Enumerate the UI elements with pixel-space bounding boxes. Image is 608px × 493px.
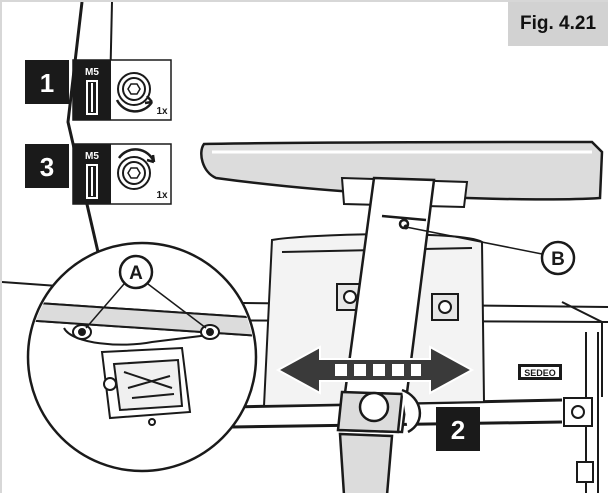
loosen-hex-bolt-icon: [115, 72, 154, 113]
callout-b-label: B: [551, 249, 565, 270]
step-2-number: 2: [451, 415, 465, 445]
step-3-bolt-size: M5: [85, 151, 99, 162]
step-3-number: 3: [40, 152, 54, 182]
step-1-number: 1: [40, 68, 54, 98]
step-1-count: 1x: [156, 106, 168, 117]
brand-plate: [518, 364, 562, 380]
callout-a-label: A: [129, 263, 143, 284]
armrest-pad: [200, 140, 604, 201]
brand-plate-text: SEDEO: [524, 368, 556, 378]
callout-b: [403, 224, 576, 276]
step-2-group: [436, 407, 480, 451]
tighten-hex-bolt-icon: [117, 148, 156, 190]
slide-direction-dashes: [335, 364, 421, 376]
allen-key-icon: [86, 164, 98, 199]
step-1-bolt-size: M5: [85, 67, 99, 78]
figure-label: Fig. 4.21: [508, 2, 608, 46]
allen-key-icon: [86, 80, 98, 115]
step-3-count: 1x: [156, 190, 168, 201]
detail-magnifier: [26, 241, 258, 473]
lower-bracket: [563, 397, 594, 483]
